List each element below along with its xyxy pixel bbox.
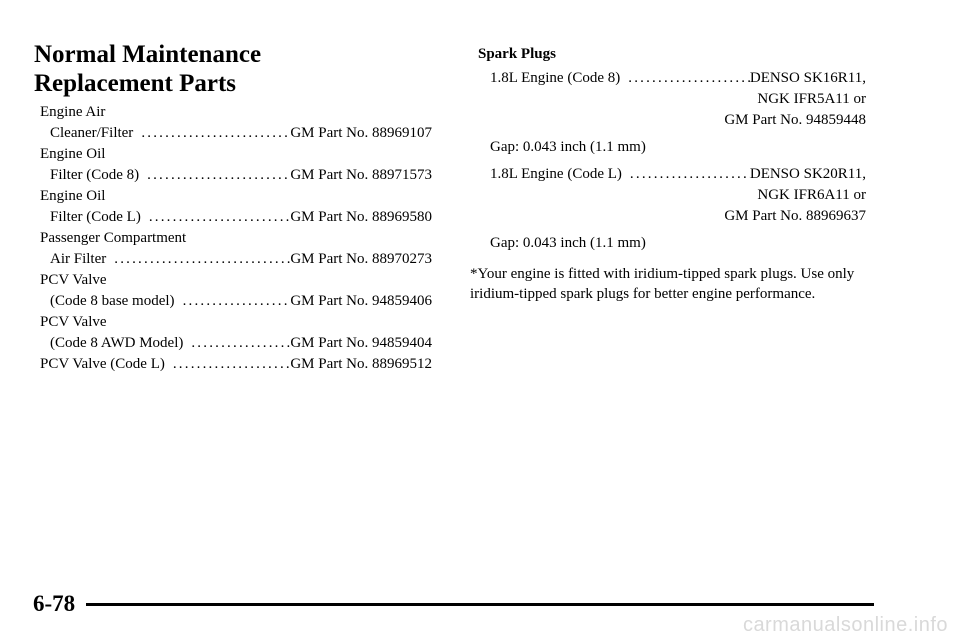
part-name-line-1: PCV Valve xyxy=(40,314,107,330)
plug-gap: Gap: 0.043 inch (1.1 mm) xyxy=(490,235,646,251)
dot-leader: ........................................… xyxy=(191,335,290,351)
part-number: GM Part No. 88971573 xyxy=(290,167,432,183)
spark-plugs-heading: Spark Plugs xyxy=(478,46,556,62)
part-number: GM Part No. 88970273 xyxy=(290,251,432,267)
title-line-1: Normal Maintenance xyxy=(34,41,262,68)
part-name-line-1: Engine Oil xyxy=(40,188,106,204)
plug-part-line-2: NGK IFR5A11 or xyxy=(757,91,866,107)
part-pcv-valve-code-l: PCV Valve (Code L) .....................… xyxy=(40,354,432,375)
dot-leader: ........................................… xyxy=(172,356,290,372)
plug-part-line-1: DENSO SK20R11, xyxy=(749,166,866,182)
iridium-note: *Your engine is fitted with iridium-tipp… xyxy=(470,266,855,302)
dot-leader: ........................................… xyxy=(114,251,290,267)
spark-plugs-section: Spark Plugs 1.8L Engine (Code 8) .......… xyxy=(470,44,866,319)
plug-part-line-3: GM Part No. 94859448 xyxy=(724,112,866,128)
dot-leader: .................................... xyxy=(629,166,750,182)
engine-name: 1.8L Engine (Code L) xyxy=(490,166,622,182)
part-passenger-air-filter: Passenger Compartment Air Filter .......… xyxy=(40,228,432,270)
part-name-line-1: Engine Oil xyxy=(40,146,106,162)
title-line-2: Replacement Parts xyxy=(34,70,237,97)
part-name-line-2: Cleaner/Filter xyxy=(50,125,134,141)
part-name-line-2: (Code 8 AWD Model) xyxy=(50,335,184,351)
part-engine-oil-filter-code-l: Engine Oil Filter (Code L) .............… xyxy=(40,186,432,228)
watermark: carmanualsonline.info xyxy=(742,614,948,636)
plug-part-line-2: NGK IFR6A11 or xyxy=(757,187,866,203)
part-pcv-valve-code-8-base: PCV Valve (Code 8 base model) ..........… xyxy=(40,270,432,312)
plug-part-line-3: GM Part No. 88969637 xyxy=(724,208,866,224)
part-number: GM Part No. 94859406 xyxy=(290,293,432,309)
plug-part-line-1: DENSO SK16R11, xyxy=(749,70,866,86)
part-pcv-valve-code-8-awd: PCV Valve (Code 8 AWD Model) ...........… xyxy=(40,312,432,354)
engine-name: 1.8L Engine (Code 8) xyxy=(490,70,621,86)
part-number: GM Part No. 88969107 xyxy=(290,125,432,141)
spark-plug-entry-code-8: 1.8L Engine (Code 8) ...................… xyxy=(470,68,866,158)
page-number: 6-78 xyxy=(33,591,76,616)
part-number: GM Part No. 94859404 xyxy=(290,335,432,351)
dot-leader: ........................................… xyxy=(148,209,291,225)
page-title: Normal Maintenance Replacement Parts xyxy=(34,40,261,98)
spark-plug-entry-code-l: 1.8L Engine (Code L) ...................… xyxy=(470,164,866,254)
part-engine-air-filter: Engine Air Cleaner/Filter ..............… xyxy=(40,102,432,144)
footer-rule xyxy=(86,603,874,606)
dot-leader: ........................................… xyxy=(147,167,291,183)
dot-leader: ........................................… xyxy=(141,125,291,141)
part-name-line-2: Filter (Code 8) xyxy=(50,167,140,183)
dot-leader: .................................... xyxy=(628,70,750,86)
part-name-line-2: Air Filter xyxy=(50,251,107,267)
dot-leader: ........................................… xyxy=(182,293,291,309)
part-name-line-2: Filter (Code L) xyxy=(50,209,141,225)
part-name: PCV Valve (Code L) xyxy=(40,356,165,372)
part-engine-oil-filter-code-8: Engine Oil Filter (Code 8) .............… xyxy=(40,144,432,186)
part-name-line-1: PCV Valve xyxy=(40,272,107,288)
part-name-line-1: Passenger Compartment xyxy=(40,230,187,246)
part-number: GM Part No. 88969580 xyxy=(290,209,432,225)
plug-gap: Gap: 0.043 inch (1.1 mm) xyxy=(490,139,646,155)
part-number: GM Part No. 88969512 xyxy=(290,356,432,372)
part-name-line-2: (Code 8 base model) xyxy=(50,293,175,309)
replacement-parts-list: Engine Air Cleaner/Filter ..............… xyxy=(40,102,432,375)
part-name-line-1: Engine Air xyxy=(40,104,106,120)
